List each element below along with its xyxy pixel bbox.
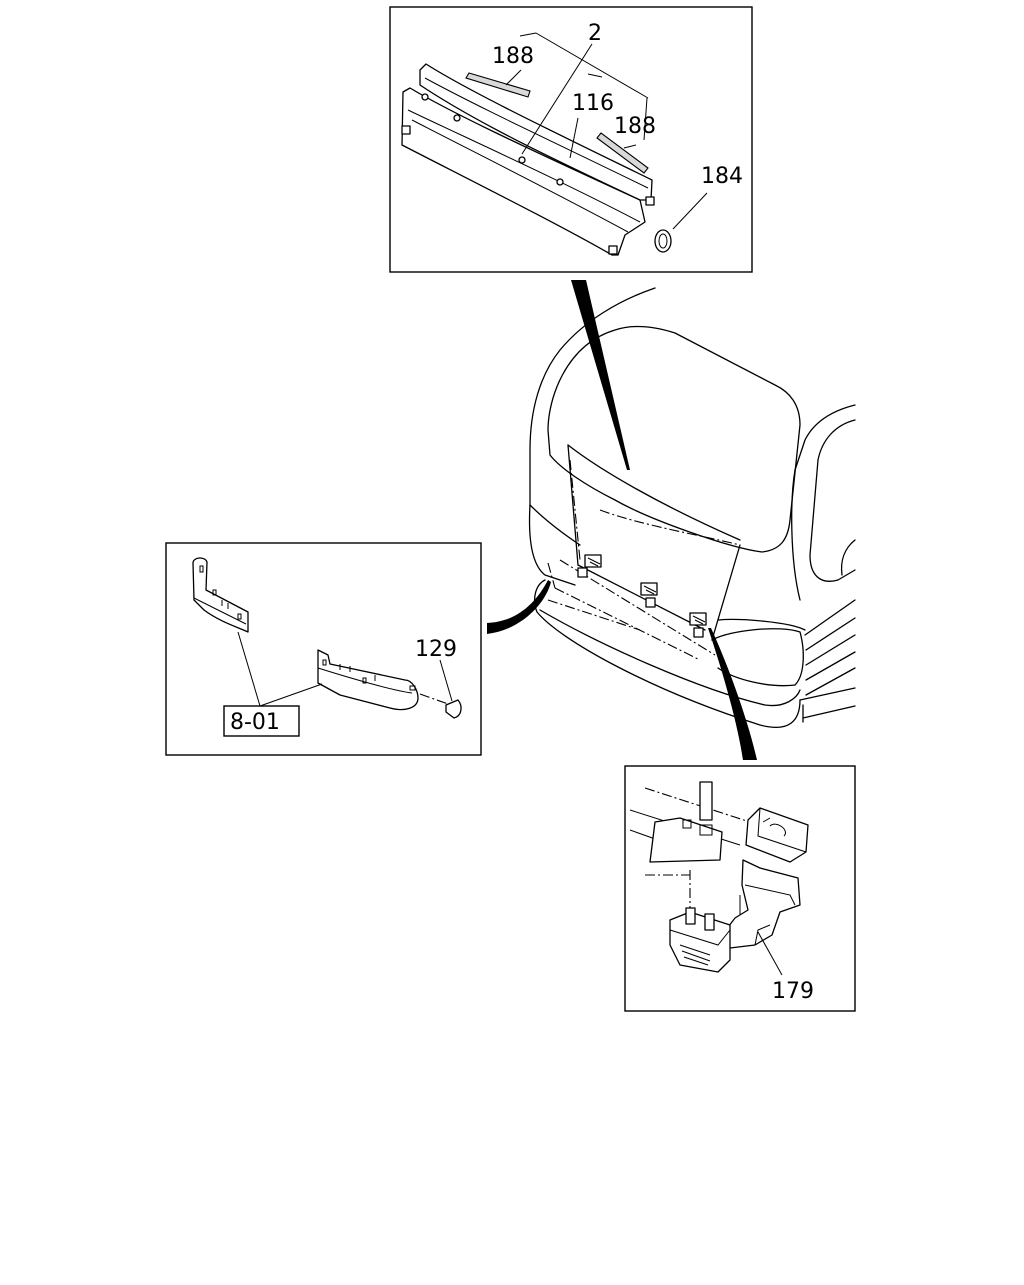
pointer-arrow-left [487,580,551,634]
clip-part [419,693,462,719]
callout-188-left: 188 [492,44,534,69]
bracket-lower [317,649,419,711]
tailgate-clip-center [640,582,658,608]
weatherstrip-right [596,132,649,174]
ref-box-8-01[interactable]: 8-01 [223,705,300,737]
vehicle-rear-outline [528,287,856,729]
grommet-part [654,229,672,253]
tailgate-clip-right [689,612,707,638]
pointer-arrow-bottom [708,628,757,760]
weatherstrip-left [465,72,531,98]
inset-frame-left: 8-01 129 [165,542,482,756]
callout-8-01: 8-01 [230,710,280,735]
callout-116: 116 [572,91,614,116]
pointer-arrow-top [571,280,630,470]
inset-frame-bottom: 179 [624,765,856,1012]
callout-184: 184 [701,164,743,189]
bracket-assembly-part [629,781,809,973]
callout-129: 129 [415,637,457,662]
callout-2: 2 [588,21,602,46]
tailgate-clip-left [577,554,602,578]
callout-188-right: 188 [614,114,656,139]
bracket-upper [192,557,249,633]
callout-179: 179 [772,979,814,1004]
inset-frame-top: 2 188 116 188 184 [389,6,753,273]
